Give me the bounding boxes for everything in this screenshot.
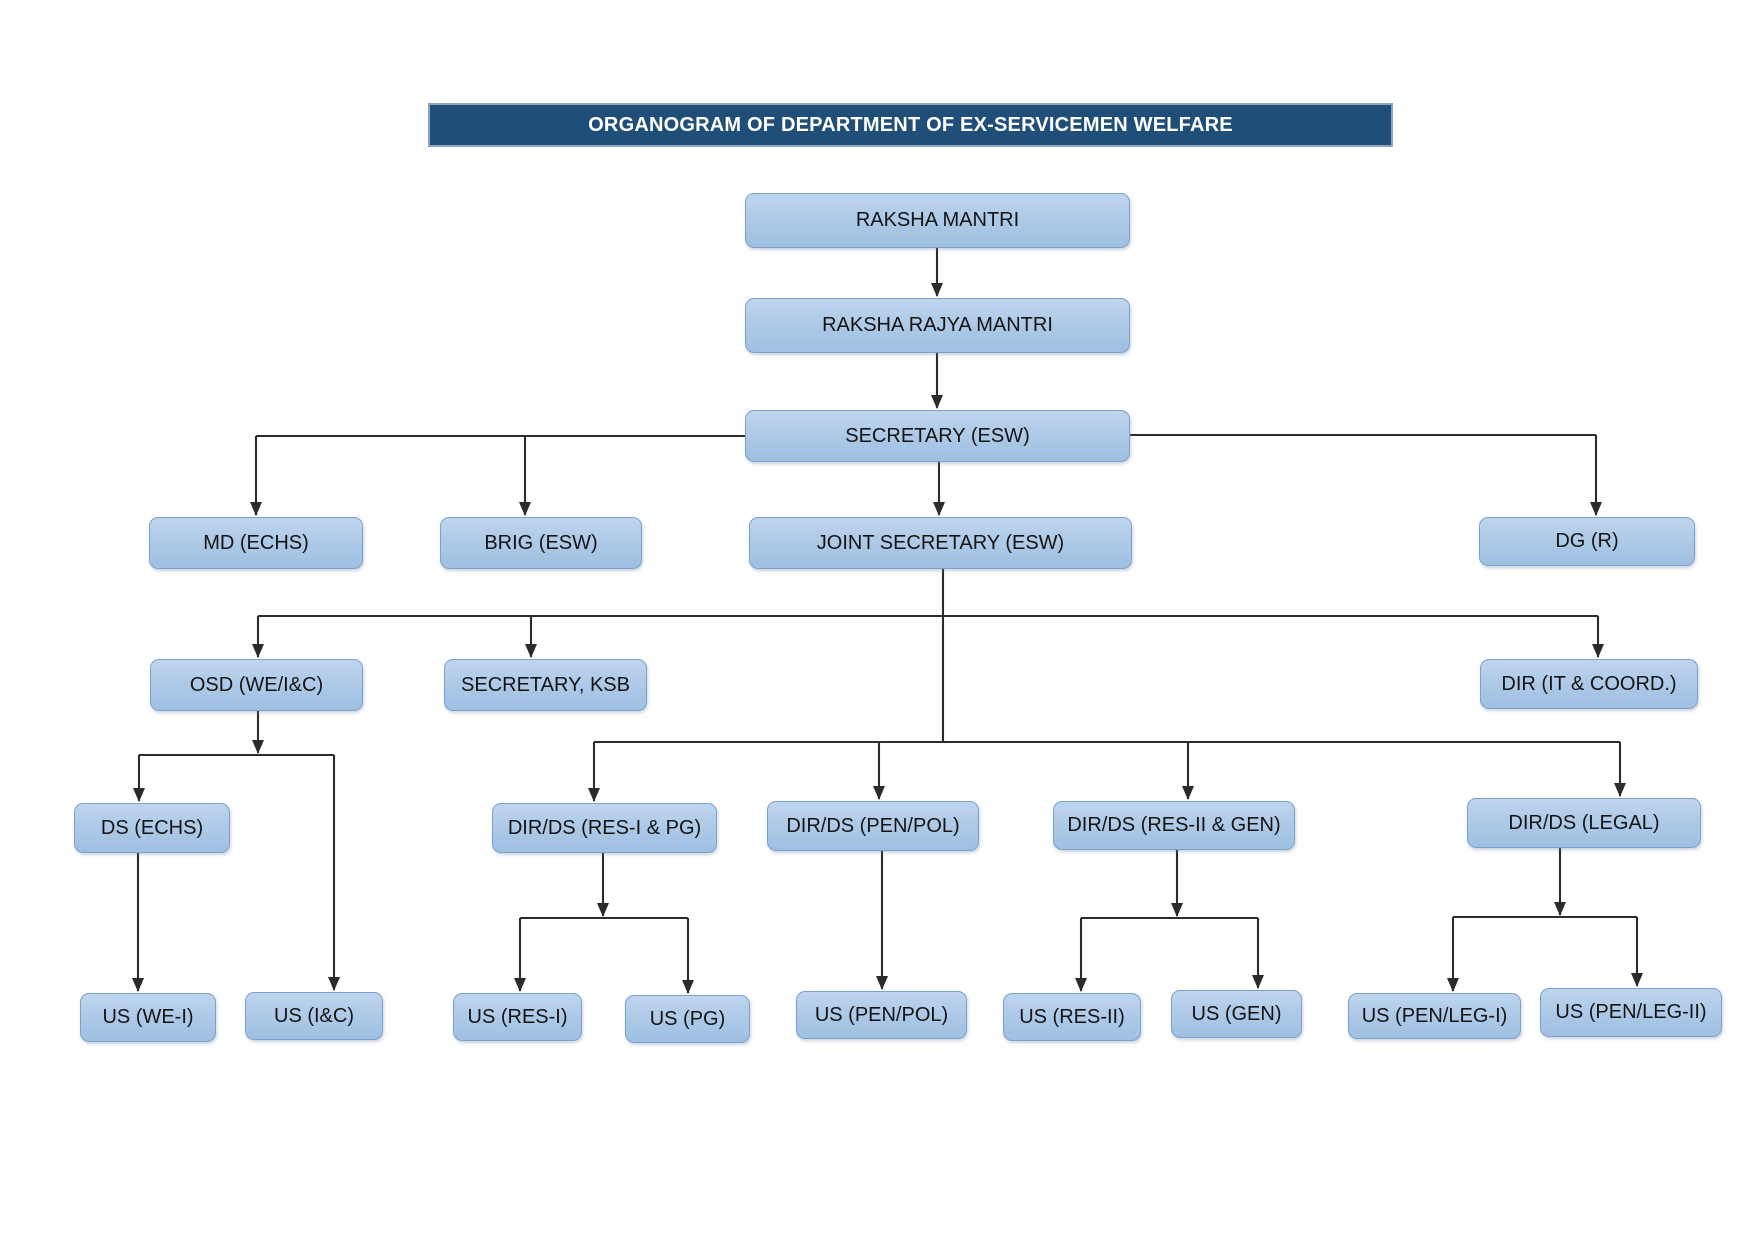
org-box-md-echs: MD (ECHS) [149, 517, 363, 569]
org-box-label: US (GEN) [1191, 1002, 1282, 1025]
org-box-label: DIR (IT & COORD.) [1501, 672, 1677, 695]
org-box-dir-ds-pen-pol: DIR/DS (PEN/POL) [767, 801, 979, 851]
org-box-label: US (I&C) [274, 1004, 354, 1027]
org-box-label: US (PG) [649, 1007, 726, 1030]
org-box-us-ic: US (I&C) [245, 992, 383, 1040]
org-box-label: SECRETARY (ESW) [845, 424, 1030, 447]
org-box-joint-secretary-esw: JOINT SECRETARY (ESW) [749, 517, 1132, 569]
org-box-ds-echs: DS (ECHS) [74, 803, 230, 853]
org-box-label: BRIG (ESW) [484, 531, 598, 554]
org-box-osd-we-ic: OSD (WE/I&C) [150, 659, 363, 711]
org-box-us-res2: US (RES-II) [1003, 993, 1141, 1041]
org-box-label: US (PEN/POL) [814, 1003, 949, 1026]
org-box-label: DIR/DS (RES-I & PG) [507, 816, 702, 839]
org-box-label: OSD (WE/I&C) [189, 673, 324, 696]
org-box-us-pen-leg1: US (PEN/LEG-I) [1348, 993, 1521, 1039]
org-box-brig-esw: BRIG (ESW) [440, 517, 642, 569]
org-box-label: RAKSHA RAJYA MANTRI [822, 314, 1053, 336]
org-box-label: SECRETARY, KSB [461, 673, 630, 696]
org-box-dir-ds-res2-gen: DIR/DS (RES-II & GEN) [1053, 801, 1295, 850]
org-box-us-gen: US (GEN) [1171, 990, 1302, 1038]
org-box-dir-it-coord: DIR (IT & COORD.) [1480, 659, 1698, 709]
org-box-label: DIR/DS (RES-II & GEN) [1067, 814, 1281, 836]
org-box-raksha-mantri: RAKSHA MANTRI [745, 193, 1130, 248]
org-box-secretary-ksb: SECRETARY, KSB [444, 659, 647, 711]
org-box-label: DG (R) [1555, 530, 1619, 552]
org-box-us-pen-leg2: US (PEN/LEG-II) [1540, 988, 1722, 1037]
org-box-label: US (PEN/LEG-II) [1555, 1001, 1707, 1023]
org-box-raksha-rajya-mantri: RAKSHA RAJYA MANTRI [745, 298, 1130, 353]
org-box-dir-ds-legal: DIR/DS (LEGAL) [1467, 798, 1701, 848]
org-box-us-pg: US (PG) [625, 995, 750, 1043]
org-box-label: DIR/DS (LEGAL) [1508, 811, 1660, 834]
org-box-us-res1: US (RES-I) [453, 993, 582, 1041]
org-box-label: DIR/DS (PEN/POL) [786, 814, 960, 837]
org-box-label: US (RES-I) [467, 1005, 568, 1028]
org-box-secretary-esw: SECRETARY (ESW) [745, 410, 1130, 462]
org-box-label: MD (ECHS) [203, 531, 309, 554]
org-box-label: US (PEN/LEG-I) [1361, 1004, 1508, 1027]
org-box-label: US (RES-II) [1019, 1005, 1125, 1028]
org-box-label: DS (ECHS) [100, 816, 204, 839]
org-box-us-we-1: US (WE-I) [80, 993, 216, 1042]
org-box-us-pen-pol: US (PEN/POL) [796, 991, 967, 1039]
page-title: ORGANOGRAM OF DEPARTMENT OF EX-SERVICEME… [428, 103, 1393, 147]
org-box-label: RAKSHA MANTRI [855, 209, 1020, 231]
org-box-label: US (WE-I) [102, 1006, 194, 1028]
org-box-dir-ds-res1-pg: DIR/DS (RES-I & PG) [492, 803, 717, 853]
org-box-dg-r: DG (R) [1479, 517, 1695, 566]
org-box-label: JOINT SECRETARY (ESW) [816, 531, 1065, 554]
